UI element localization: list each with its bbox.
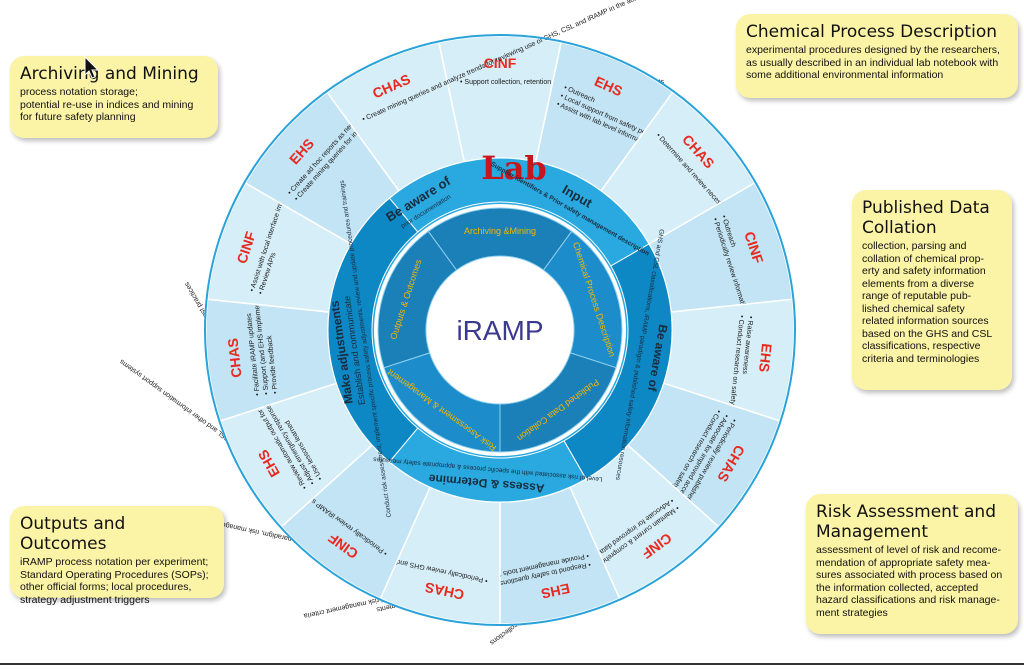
core-circle [428, 258, 572, 402]
outer-rim [204, 34, 796, 626]
callout-published-line: collection, parsing and [862, 240, 967, 252]
callout-published-line: criteria and terminologies [862, 352, 980, 365]
callout-chemical: Chemical Process Description experimenta… [736, 14, 1018, 98]
callout-risk-line: ment strategies [816, 606, 888, 619]
callout-published-title: Collation [862, 218, 937, 238]
outer-rim-circle [204, 34, 796, 626]
callout-published-line: collation of chemical prop- [862, 252, 984, 265]
callout-risk: Risk Assessment and Management assessmen… [806, 494, 1018, 634]
callout-chemical-title: Chemical Process Description [746, 22, 997, 42]
callout-outputs-title: Outputs and Outcomes [20, 514, 126, 554]
callout-outputs-line: other official forms; local procedures, [20, 581, 192, 593]
callout-published: Published Data Collation collection, par… [852, 190, 1012, 390]
middle-segment [327, 197, 419, 463]
callout-published-line: classifications, respective [862, 340, 981, 352]
callout-archiving: Archiving and Mining process notation st… [10, 56, 218, 138]
callout-risk-line: sures associated with process based on [816, 569, 1003, 581]
callout-risk-line: assessment of level of risk and recome- [816, 544, 1001, 556]
callout-risk-line: hazard classifications and risk manage- [816, 594, 1000, 606]
inner-ring-label: Archiving &Mining [464, 226, 536, 236]
callout-archiving-title: Archiving and Mining [20, 64, 199, 84]
agency-label: EHS [540, 580, 571, 602]
callout-outputs: Outputs and Outcomes iRAMP process notat… [10, 506, 224, 606]
callout-published-line: lished chemical safety [862, 302, 965, 315]
callout-archiving-line: for future safety planning [20, 111, 136, 123]
callout-published-line: elements from a diverse [862, 277, 975, 290]
callout-outputs-line: iRAMP process notation per experiment; [20, 556, 209, 568]
inner-segment [377, 230, 458, 369]
lab-label: Lab [481, 149, 547, 187]
callout-published-line: based on the GHS and CSL [862, 327, 993, 340]
agency-label: CHAS [224, 337, 244, 378]
callout-outputs-line: strategy adjustment triggers [20, 593, 150, 606]
center-label: iRAMP [456, 315, 543, 346]
callout-archiving-line: process notation storage; [20, 86, 138, 98]
callout-chemical-line: experimental procedures designed by the … [746, 44, 1000, 56]
bottom-divider [0, 663, 1024, 665]
callout-outputs-line: Standard Operating Procedures (SOPs); [20, 568, 209, 581]
core: iRAMP [428, 258, 572, 402]
callout-published-line: range of reputable pub- [862, 290, 972, 302]
callout-chemical-line: some additional environmental informatio… [746, 69, 944, 81]
agency-label: EHS [756, 343, 775, 373]
callout-chemical-line: as usually described in an individual la… [746, 56, 999, 69]
mouse-pointer-icon [84, 56, 100, 79]
callout-risk-line: mendation of appropriate safety mea- [816, 556, 991, 569]
callout-risk-title: Risk Assessment and [816, 502, 997, 522]
callout-published-line: erty and safety information [862, 265, 986, 277]
callout-archiving-line: potential re-use in indices and mining [20, 98, 194, 111]
agency-label: CINF [484, 55, 517, 71]
callout-published-line: related information sources [862, 315, 989, 327]
callout-risk-title: Management [816, 522, 928, 542]
callout-published-title: Published Data [862, 198, 990, 218]
callout-risk-line: the information collected, accepted [816, 581, 979, 594]
